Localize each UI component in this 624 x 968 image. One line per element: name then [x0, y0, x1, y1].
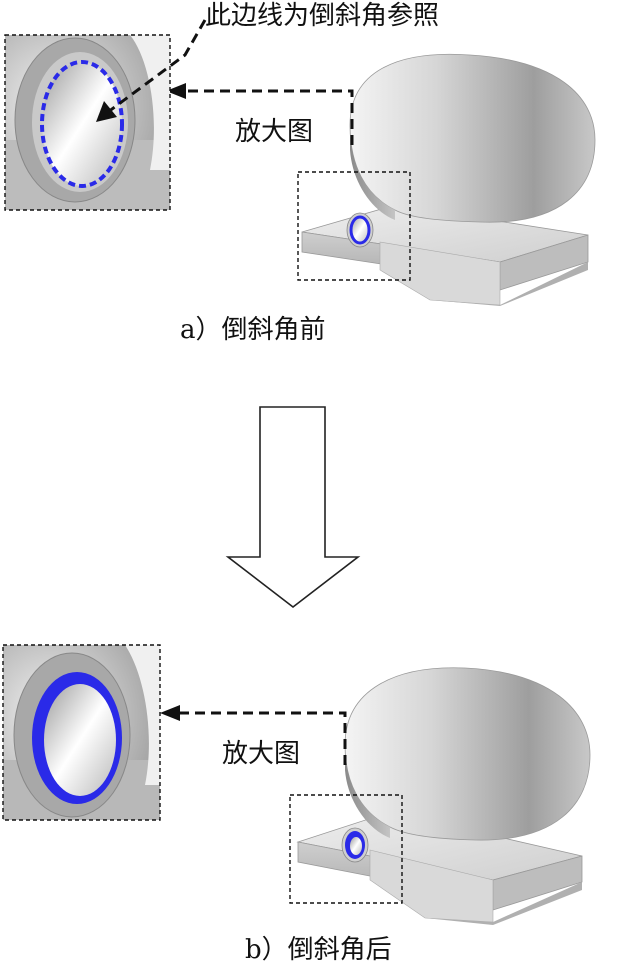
bottom-detail-frame: [289, 794, 403, 904]
bottom-oval-body: [344, 667, 591, 841]
reference-note-arrow: [96, 19, 207, 122]
top-zoom-arrow: [166, 83, 354, 145]
top-section: 此边线为倒斜角参照 放大图 a）倒斜角前: [4, 1, 596, 345]
top-hole: [346, 212, 374, 248]
bottom-hole: [341, 827, 369, 863]
bottom-caption: b）倒斜角后: [245, 935, 392, 965]
bottom-zoom-view: [2, 644, 161, 821]
bottom-zoom-arrow: [160, 705, 347, 765]
top-zoom-label: 放大图: [235, 117, 313, 147]
down-arrow: [225, 406, 361, 609]
bottom-zoom-label: 放大图: [222, 739, 300, 769]
top-detail-frame: [297, 171, 411, 281]
top-zoom-view: [4, 34, 171, 211]
reference-note: 此边线为倒斜角参照: [205, 1, 439, 31]
top-caption: a）倒斜角前: [180, 315, 326, 345]
top-oval-body: [349, 53, 596, 223]
bottom-section: 放大图 b）倒斜角后: [2, 644, 591, 965]
